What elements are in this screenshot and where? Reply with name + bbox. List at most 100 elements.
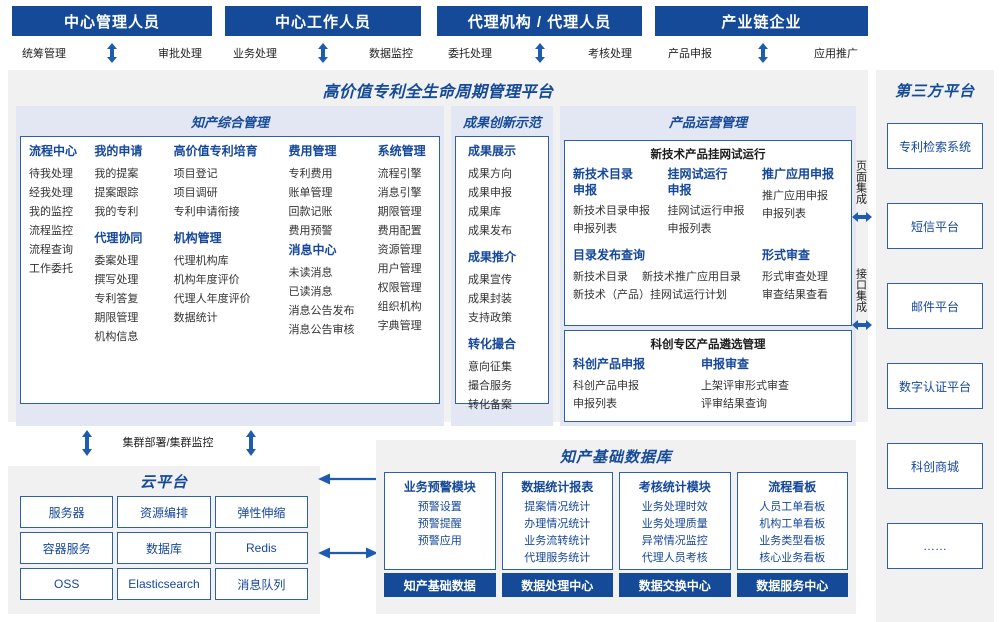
sub-item[interactable]: 新技术推广应用目录 [642,270,741,283]
db-card-item[interactable]: 人员工单看板 [759,501,826,513]
list-item[interactable]: 专利费用 [288,168,333,180]
role-bar-2[interactable]: 代理机构 / 代理人员 [437,6,642,36]
cloud-cell-database[interactable]: 数据库 [117,532,211,564]
list-item[interactable]: 已读消息 [288,286,333,298]
cloud-cell-container[interactable]: 容器服务 [20,532,114,564]
cloud-cell-oss[interactable]: OSS [20,568,114,600]
list-item[interactable]: 期限管理 [94,312,139,324]
list-item[interactable]: 成果宣传 [468,274,512,286]
list-item[interactable]: 回款记账 [288,206,333,218]
sub-item[interactable]: 申报列表 [573,397,617,410]
list-item[interactable]: 项目调研 [173,187,218,199]
list-item[interactable]: 经我处理 [29,187,73,199]
db-card-item[interactable]: 代理人员考核 [641,552,708,564]
list-item[interactable]: 机构信息 [94,331,139,343]
list-item[interactable]: 消息公告审核 [288,324,355,336]
list-item[interactable]: 成果申报 [468,187,512,199]
sub-item[interactable]: 申报列表 [762,207,806,220]
list-item[interactable]: 成果库 [468,206,501,218]
list-item[interactable]: 意向征集 [468,361,512,373]
list-item[interactable]: 专利申请衔接 [173,206,240,218]
list-item[interactable]: 流程监控 [29,225,73,237]
sub-item[interactable]: 上架评审形式审查 [701,379,789,392]
list-item[interactable]: 委案处理 [94,255,139,267]
role-bar-3[interactable]: 产业链企业 [655,6,868,36]
third-party-item-innovation-mall[interactable]: 科创商城 [887,443,983,489]
db-footer-data-exchange-center[interactable]: 数据交换中心 [619,573,731,597]
list-item[interactable]: 消息公告发布 [288,305,355,317]
list-item[interactable]: 代理机构库 [173,255,229,267]
db-card-item[interactable]: 提案情况统计 [524,501,591,513]
list-item[interactable]: 费用预警 [288,225,333,237]
cloud-cell-autoscaling[interactable]: 弹性伸缩 [214,496,308,528]
list-item[interactable]: 撮合服务 [468,380,512,392]
list-item[interactable]: 成果方向 [468,168,512,180]
sub-item[interactable]: 新技术目录 [573,270,628,283]
db-card-item[interactable]: 代理服务统计 [524,552,591,564]
db-card-item[interactable]: 核心业务看板 [759,552,826,564]
db-card-item[interactable]: 业务流转统计 [524,535,591,547]
third-party-item-digital-cert[interactable]: 数字认证平台 [887,363,983,409]
db-card-item[interactable]: 业务处理质量 [641,518,708,530]
list-item[interactable]: 专利答复 [94,293,139,305]
sub-item[interactable]: 评审结果查询 [701,397,767,410]
db-card-item[interactable]: 异常情况监控 [641,535,708,547]
list-item[interactable]: 资源管理 [377,244,422,256]
list-item[interactable]: 待我处理 [29,168,73,180]
list-item[interactable]: 代理人年度评价 [173,293,251,305]
list-item[interactable]: 字典管理 [377,320,422,332]
role-bar-0[interactable]: 中心管理人员 [12,6,212,36]
third-party-item-email[interactable]: 邮件平台 [887,283,983,329]
list-item[interactable]: 工作委托 [29,263,73,275]
third-party-item-more[interactable]: …… [887,523,983,569]
list-item[interactable]: 流程查询 [29,244,73,256]
sub-item[interactable]: 新技术（产品）挂网试运行计划 [573,288,727,301]
role-bar-1[interactable]: 中心工作人员 [225,6,421,36]
sub-item[interactable]: 新技术目录申报 [573,205,650,218]
list-item[interactable]: 支持政策 [468,312,512,324]
list-item[interactable]: 成果封装 [468,293,512,305]
third-party-item-patent-search[interactable]: 专利检索系统 [887,123,983,169]
list-item[interactable]: 费用配置 [377,225,422,237]
list-item[interactable]: 项目登记 [173,168,218,180]
db-footer-data-service-center[interactable]: 数据服务中心 [736,573,848,597]
list-item[interactable]: 用户管理 [377,263,422,275]
db-card-item[interactable]: 机构工单看板 [759,518,826,530]
list-item[interactable]: 转化备案 [468,399,512,411]
sub-item[interactable]: 形式审查处理 [762,270,828,283]
cloud-cell-server[interactable]: 服务器 [20,496,114,528]
list-item[interactable]: 数据统计 [173,312,218,324]
list-item[interactable]: 我的专利 [94,206,139,218]
db-card-item[interactable]: 业务处理时效 [641,501,708,513]
sub-item[interactable]: 审查结果查看 [762,288,828,301]
list-item[interactable]: 组织机构 [377,301,422,313]
list-item[interactable]: 提案跟踪 [94,187,139,199]
db-card-item[interactable]: 预警应用 [417,535,462,547]
sub-item[interactable]: 挂网试运行申报 [667,205,745,218]
cloud-cell-elasticsearch[interactable]: Elasticsearch [117,568,211,600]
list-item[interactable]: 账单管理 [288,187,333,199]
list-item[interactable]: 消息引擎 [377,187,422,199]
list-item[interactable]: 机构年度评价 [173,274,240,286]
db-card-item[interactable]: 业务类型看板 [759,535,826,547]
cloud-cell-redis[interactable]: Redis [214,532,308,564]
list-item[interactable]: 我的监控 [29,206,73,218]
third-party-item-sms[interactable]: 短信平台 [887,203,983,249]
list-item[interactable]: 我的提案 [94,168,139,180]
sub-item[interactable]: 申报列表 [573,223,617,236]
db-card-item[interactable]: 办理情况统计 [524,518,591,530]
list-item[interactable]: 撰写处理 [94,274,139,286]
list-item[interactable]: 未读消息 [288,267,333,279]
db-card-item[interactable]: 预警提醒 [417,518,462,530]
db-card-item[interactable]: 预警设置 [417,501,462,513]
list-item[interactable]: 权限管理 [377,282,422,294]
sub-item[interactable]: 推广应用申报 [762,189,828,202]
list-item[interactable]: 成果发布 [468,225,512,237]
sub-item[interactable]: 科创产品申报 [573,379,639,392]
cloud-cell-message-queue[interactable]: 消息队列 [214,568,308,600]
list-item[interactable]: 流程引擎 [377,168,422,180]
db-footer-data-processing-center[interactable]: 数据处理中心 [501,573,613,597]
list-item[interactable]: 期限管理 [377,206,422,218]
sub-item[interactable]: 申报列表 [667,223,712,236]
db-footer-ip-base-data[interactable]: 知产基础数据 [384,573,496,597]
